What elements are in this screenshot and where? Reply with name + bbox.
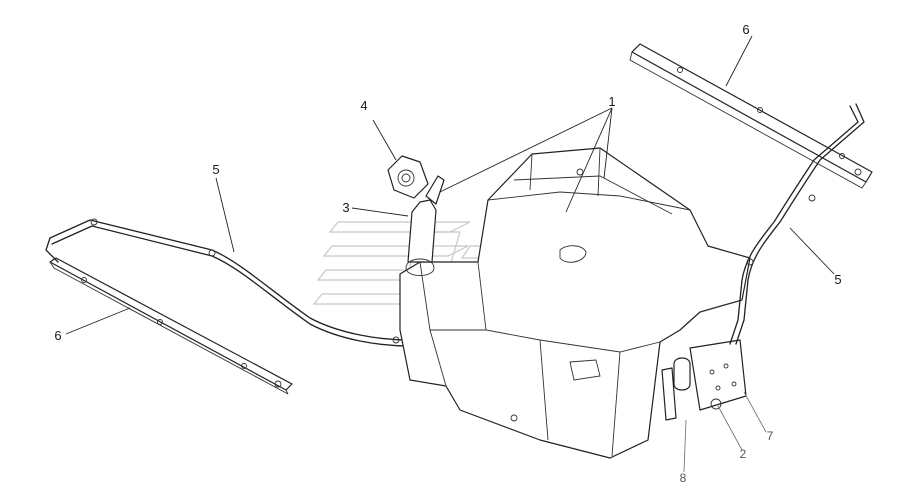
filler-neck	[405, 175, 445, 276]
callout-2: 2	[740, 447, 747, 461]
callout-5-left: 5	[212, 162, 219, 177]
left-mounting-rail	[49, 257, 293, 395]
callout-7: 7	[767, 429, 774, 443]
callout-5-right: 5	[834, 272, 841, 287]
callout-6-left: 6	[54, 328, 61, 343]
right-fuel-line	[729, 103, 865, 345]
filler-cap	[387, 155, 429, 199]
leader-lines	[65, 35, 835, 473]
callout-3: 3	[342, 200, 349, 215]
wiring-connector	[661, 367, 677, 421]
callout-1: 1	[608, 94, 615, 109]
callout-4: 4	[360, 98, 367, 113]
top-right-mounting-rail	[629, 43, 873, 189]
callout-6-top: 6	[742, 22, 749, 37]
drain-valve	[673, 357, 722, 410]
fuel-tank	[399, 147, 751, 459]
callout-8: 8	[680, 471, 687, 485]
